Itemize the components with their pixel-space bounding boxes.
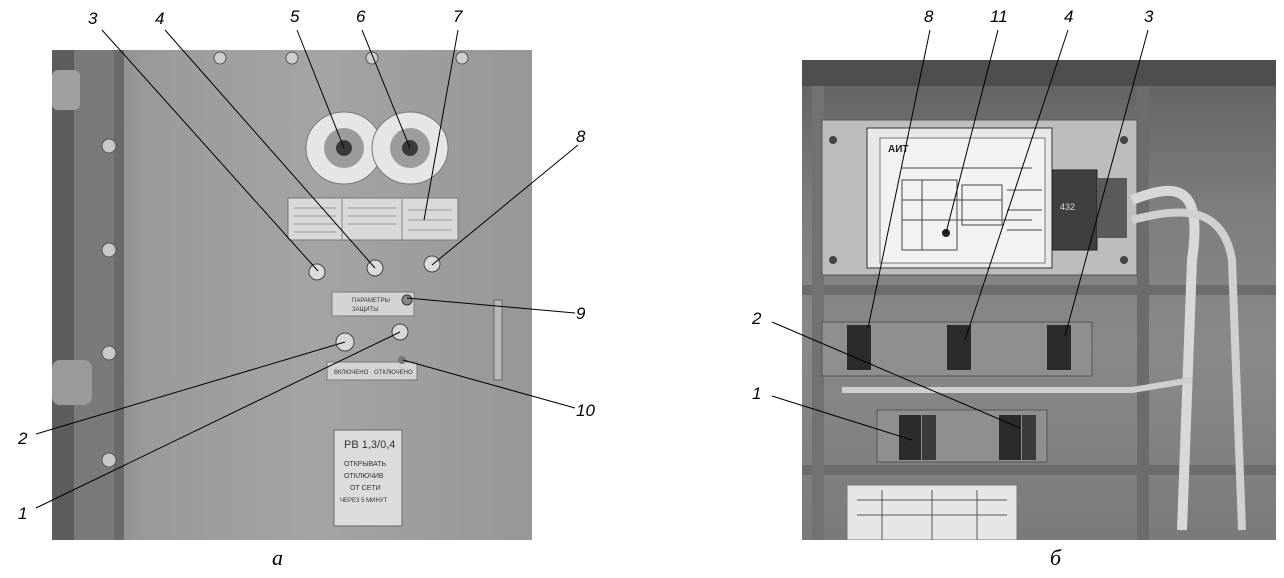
photo-a-drawing: ПАРАМЕТРЫ ЗАЩИТЫ ВКЛЮЧЕНО ОТКЛЮЧЕНО РВ 1… bbox=[52, 50, 503, 540]
label-4-a: 4 bbox=[155, 9, 165, 28]
label-2-a: 2 bbox=[18, 429, 28, 448]
label-6-a: 6 bbox=[356, 7, 366, 26]
photo-b-control-unit: АИТ 432 bbox=[802, 60, 1276, 540]
label-3-b: 3 bbox=[1144, 7, 1154, 26]
label-4-b: 4 bbox=[1064, 7, 1074, 26]
relay-1 bbox=[899, 415, 921, 460]
bolt bbox=[101, 452, 117, 468]
sign-line: РВ 1,3/0,4 bbox=[344, 439, 395, 451]
rating-plates bbox=[287, 197, 459, 241]
svg-text:ПАРАМЕТРЫ: ПАРАМЕТРЫ bbox=[352, 298, 390, 304]
logo: АИТ bbox=[888, 144, 909, 155]
hinge bbox=[52, 70, 80, 110]
sign-line: ОТКЛЮЧИВ bbox=[344, 473, 384, 480]
label-3-a: 3 bbox=[88, 9, 98, 28]
label-1-a: 1 bbox=[18, 504, 28, 523]
knob-3 bbox=[308, 263, 326, 281]
label-2-b: 2 bbox=[752, 309, 762, 328]
photo-a-switchgear-door: ПАРАМЕТРЫ ЗАЩИТЫ ВКЛЮЧЕНО ОТКЛЮЧЕНО РВ 1… bbox=[52, 50, 532, 540]
sign-line: ОТ СЕТИ bbox=[350, 485, 381, 492]
bolt bbox=[101, 345, 117, 361]
svg-text:432: 432 bbox=[1060, 202, 1075, 212]
label-10-a: 10 bbox=[576, 401, 595, 420]
label-11-b: 11 bbox=[990, 7, 1008, 26]
connector bbox=[1051, 169, 1098, 251]
sign-line: ЧЕРЕЗ 5 МИНУТ bbox=[340, 498, 388, 504]
label-1-b: 1 bbox=[752, 384, 762, 403]
svg-text:ЗАЩИТЫ: ЗАЩИТЫ bbox=[352, 307, 379, 313]
caption-b: б bbox=[1050, 545, 1062, 570]
photo-b-drawing: АИТ 432 bbox=[802, 60, 1276, 540]
svg-text:ВКЛЮЧЕНО: ВКЛЮЧЕНО bbox=[334, 370, 369, 376]
bolt bbox=[101, 138, 117, 154]
label-5-a: 5 bbox=[290, 7, 300, 26]
relay-3 bbox=[1047, 325, 1071, 370]
knob-8 bbox=[423, 255, 441, 273]
on-off-plate bbox=[326, 361, 418, 381]
label-7-a: 7 bbox=[453, 7, 463, 26]
warning-sign bbox=[333, 429, 403, 527]
hinge bbox=[52, 360, 92, 405]
label-8-a: 8 bbox=[576, 127, 586, 146]
caption-a: а bbox=[272, 545, 283, 570]
label-9-a: 9 bbox=[576, 304, 586, 323]
bolt bbox=[101, 242, 117, 258]
label-8-b: 8 bbox=[924, 7, 934, 26]
svg-text:ОТКЛЮЧЕНО: ОТКЛЮЧЕНО bbox=[374, 370, 413, 376]
cable-bundle bbox=[1130, 185, 1200, 531]
protection-params-plate bbox=[331, 291, 415, 317]
sign-line: ОТКРЫВАТЬ bbox=[344, 461, 386, 468]
